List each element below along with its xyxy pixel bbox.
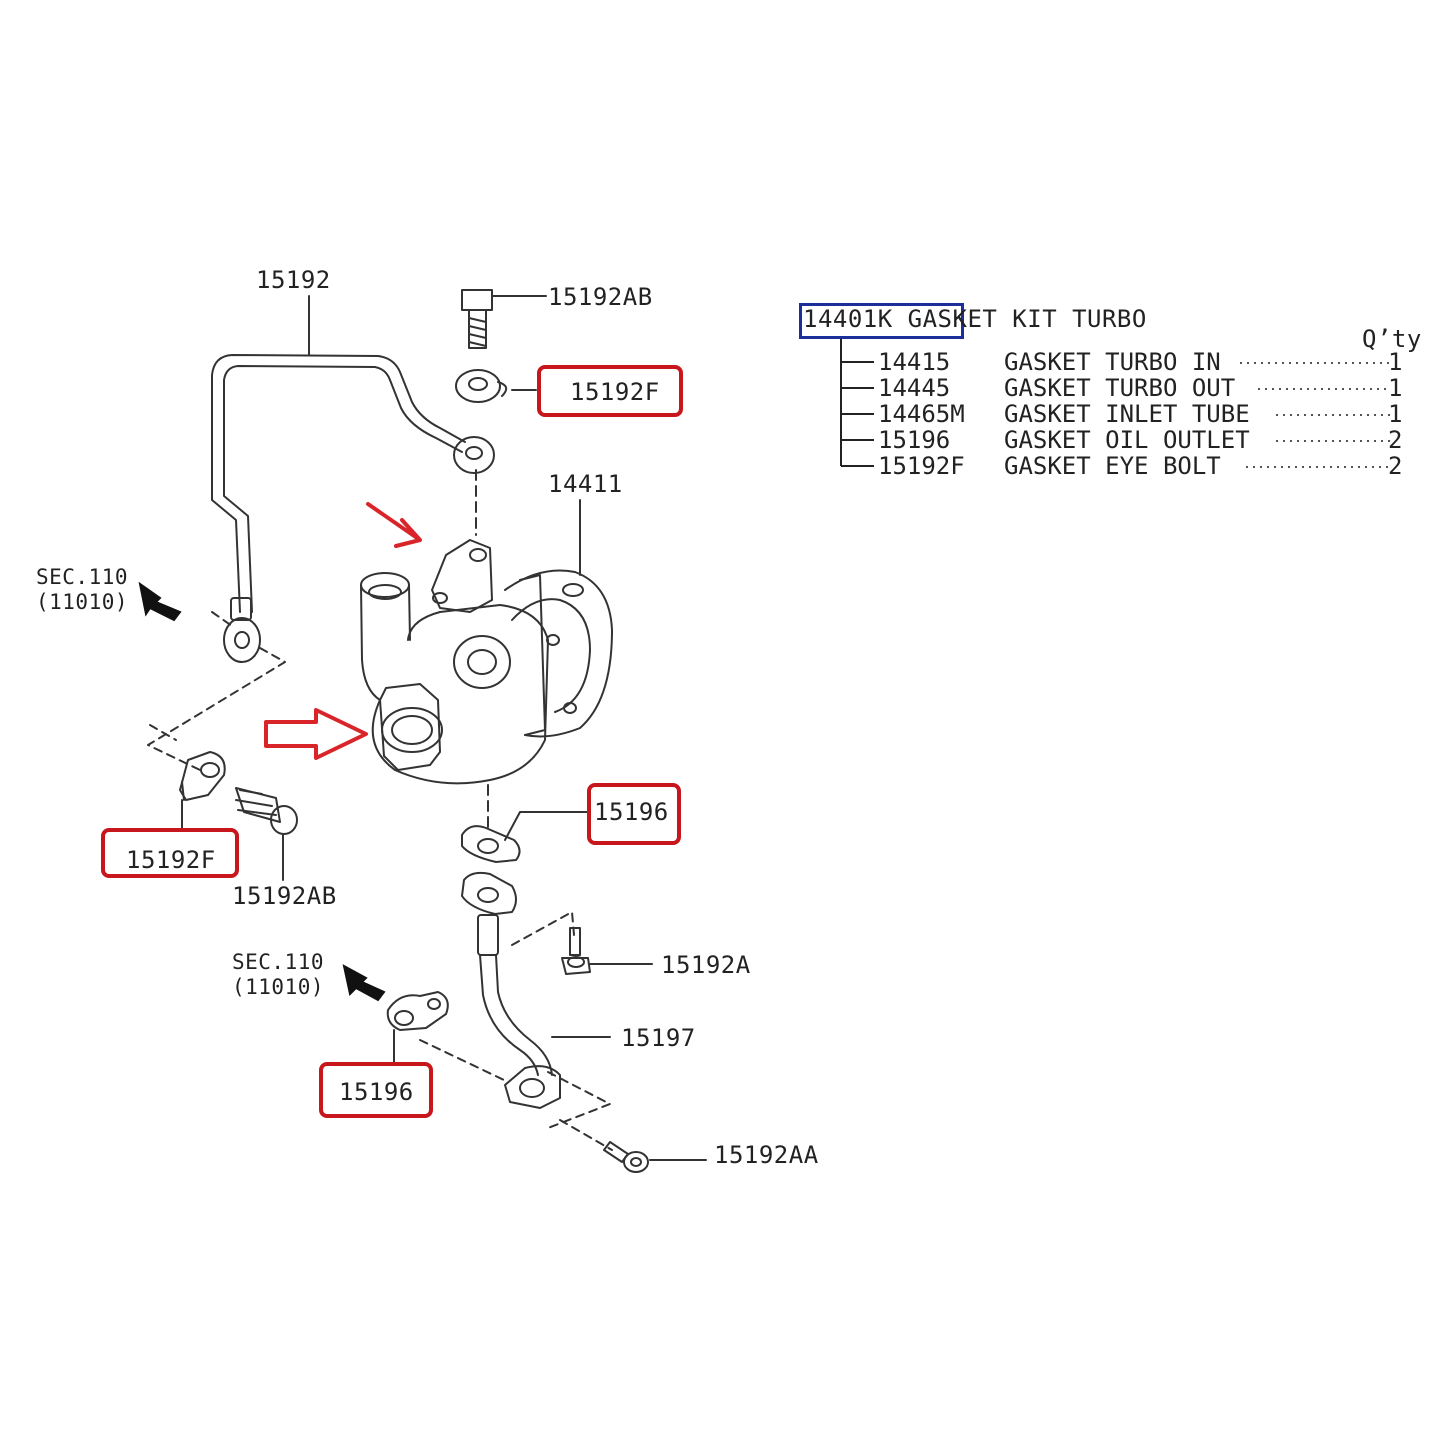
kit-part-number: 14445 [878, 374, 951, 402]
label-eye-bolt-left: 15192AB [232, 882, 337, 910]
label-turbocharger: 14411 [548, 470, 623, 498]
bolt-aa-icon [603, 1141, 649, 1173]
eye-bolt-top-icon [461, 289, 493, 349]
oil-outlet-gasket-left-icon [386, 991, 449, 1031]
highlight-eye-gasket-top [537, 365, 683, 417]
label-eye-gasket-left: 15192F [126, 846, 216, 874]
bolt-a-icon [561, 927, 591, 975]
highlight-oil-outlet-gasket-left [319, 1062, 433, 1118]
kit-title: 14401K GASKET KIT TURBO [803, 305, 1147, 333]
label-sec-ref-2: SEC.110 [232, 950, 325, 974]
eye-bolt-left-icon [235, 787, 298, 835]
arrow-icon [366, 502, 422, 548]
kit-part-name: GASKET TURBO IN [1004, 348, 1221, 376]
oil-outlet-gasket-right-icon [461, 825, 521, 863]
kit-part-qty: 2 [1388, 426, 1403, 454]
eye-gasket-top-icon [455, 369, 508, 403]
kit-part-number: 15196 [878, 426, 951, 454]
eye-gasket-left-icon [179, 751, 226, 801]
label-bolt-a: 15192A [661, 951, 751, 979]
label-oil-feed-pipe: 15192 [256, 266, 331, 294]
turbocharger-icon [360, 539, 613, 785]
oil-return-pipe-icon [461, 871, 561, 1109]
kit-part-number: 14465M [878, 400, 965, 428]
oil-feed-pipe-icon [211, 354, 466, 663]
kit-part-name: GASKET INLET TUBE [1004, 400, 1250, 428]
highlight-eye-gasket-left [101, 828, 239, 878]
label-oil-return-pipe: 15197 [621, 1024, 696, 1052]
arrow-icon [138, 581, 182, 622]
label-oil-outlet-gasket-right: 15196 [594, 798, 669, 826]
kit-part-qty: 2 [1388, 452, 1403, 480]
arrow-icon [342, 964, 386, 1002]
label-oil-outlet-gasket-left: 15196 [339, 1078, 414, 1106]
hollow-arrow-icon [264, 708, 368, 760]
highlight-oil-outlet-gasket-right [587, 783, 681, 845]
label-sec-ref-2-code: (11010) [232, 975, 325, 999]
label-eye-gasket-top: 15192F [570, 378, 660, 406]
kit-part-name: GASKET EYE BOLT [1004, 452, 1221, 480]
kit-part-number: 15192F [878, 452, 965, 480]
kit-part-qty: 1 [1388, 400, 1403, 428]
label-eye-bolt-top: 15192AB [548, 283, 653, 311]
kit-qty-header: Q’ty [1362, 325, 1422, 353]
kit-part-name: GASKET TURBO OUT [1004, 374, 1236, 402]
label-bolt-aa: 15192AA [714, 1141, 819, 1169]
kit-part-qty: 1 [1388, 348, 1403, 376]
kit-part-qty: 1 [1388, 374, 1403, 402]
highlight-kit-number [799, 303, 964, 339]
label-sec-ref-1-code: (11010) [36, 590, 129, 614]
kit-part-number: 14415 [878, 348, 951, 376]
kit-part-name: GASKET OIL OUTLET [1004, 426, 1250, 454]
label-sec-ref-1: SEC.110 [36, 565, 129, 589]
